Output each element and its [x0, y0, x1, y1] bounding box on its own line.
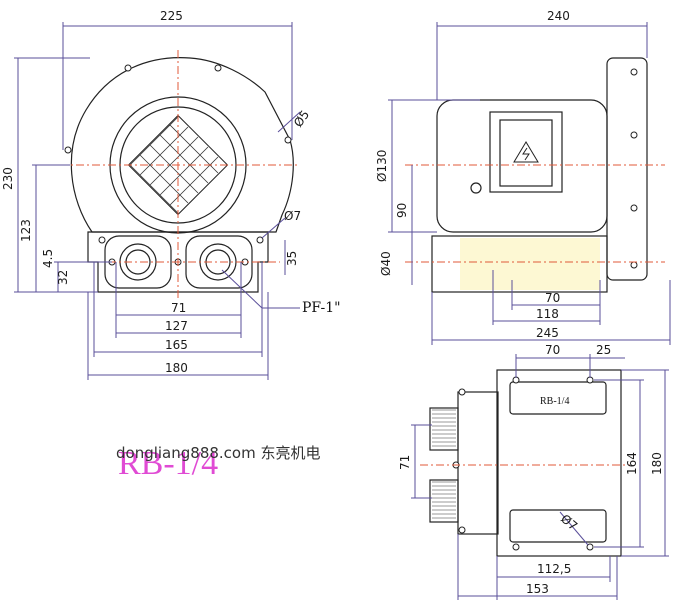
side-bolts	[630, 68, 638, 269]
front-view: 225 230 123 4.5 32 35 Ø5 Ø7 71 127 165 1…	[1, 9, 341, 380]
bottom-view: RB-1/4 70 25 71 164 180 Ø7 112,5	[398, 343, 669, 600]
front-housing	[70, 57, 294, 233]
model-label: RB-1/4	[118, 445, 218, 482]
side-intake-fill	[460, 238, 600, 290]
dim-front-180: 180	[165, 361, 188, 375]
warning-icon	[513, 141, 539, 163]
dim-front-35: 35	[285, 251, 299, 266]
dim-side-length: 240	[547, 9, 570, 23]
dim-bottom-71: 71	[398, 455, 412, 470]
watermark: dongliang888.com 东亮机电	[116, 444, 321, 462]
dim-front-d7: Ø7	[284, 209, 301, 223]
dim-front-4-5: 4.5	[41, 249, 55, 268]
dim-front-71: 71	[171, 301, 186, 315]
port-thread-label: PF-1"	[302, 300, 341, 316]
nameplate-label: RB-1/4	[540, 396, 569, 407]
side-terminal-cover	[499, 119, 553, 187]
bottom-nameplate-frame	[509, 381, 607, 415]
bottom-body	[496, 369, 622, 557]
front-grille	[127, 114, 229, 216]
dim-side-70: 70	[545, 291, 560, 305]
side-intake	[431, 235, 608, 293]
dim-side-245: 245	[536, 326, 559, 340]
dim-bottom-70: 70	[545, 343, 560, 357]
side-gland	[470, 182, 482, 194]
dim-front-32: 32	[56, 270, 70, 285]
bottom-motor	[457, 391, 499, 535]
dim-bottom-112-5: 112,5	[537, 562, 571, 576]
dim-side-d40: Ø40	[379, 251, 393, 276]
dim-bottom-164: 164	[625, 452, 639, 475]
bottom-bolts	[452, 376, 594, 551]
bottom-slot-lower	[509, 509, 607, 543]
dim-front-123: 123	[19, 219, 33, 242]
dim-front-127: 127	[165, 319, 188, 333]
dim-front-width: 225	[160, 9, 183, 23]
dim-bottom-d7: Ø7	[558, 512, 580, 534]
dim-side-90: 90	[395, 203, 409, 218]
bottom-port-lower	[429, 479, 459, 523]
dim-bottom-153: 153	[526, 582, 549, 596]
side-view: 240 Ø130 90 Ø40 70 118 245	[375, 9, 671, 345]
side-terminal-box	[489, 111, 563, 193]
dim-bottom-25: 25	[596, 343, 611, 357]
dim-front-height: 230	[1, 167, 15, 190]
dim-bottom-180: 180	[650, 452, 664, 475]
dim-front-165: 165	[165, 338, 188, 352]
bottom-port-upper	[429, 407, 459, 451]
dim-side-118: 118	[536, 307, 559, 321]
side-blower-housing	[606, 57, 648, 281]
dim-front-d5: Ø5	[291, 108, 312, 130]
dim-side-d130: Ø130	[375, 150, 389, 182]
